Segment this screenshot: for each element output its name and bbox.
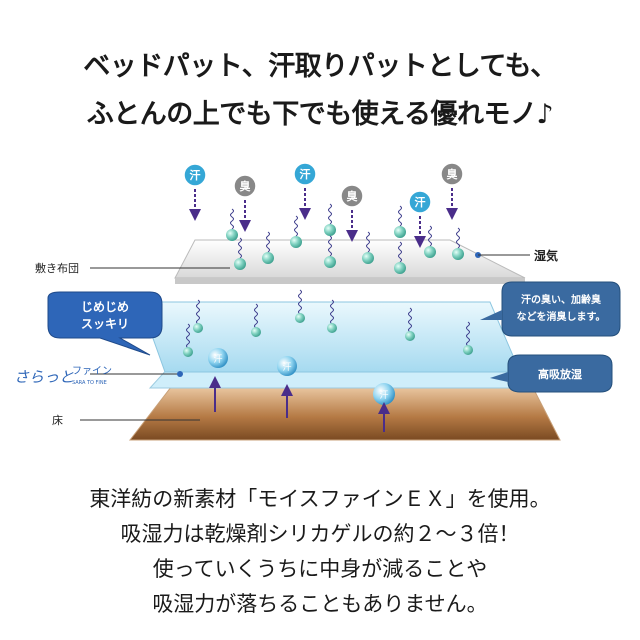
moisture-ball xyxy=(394,241,406,274)
moisture-ball xyxy=(295,289,305,323)
moisture-ball xyxy=(324,235,336,268)
moisture-ball xyxy=(362,231,374,264)
absorb-text: 高吸放湿 xyxy=(538,367,582,381)
futon-label: 敷き布団 xyxy=(35,261,79,275)
headline-line-2: ふとんの上でも下でも使える優れモノ♪ xyxy=(86,99,554,130)
jimejime-text-2: スッキリ xyxy=(81,317,129,331)
svg-text:汗: 汗 xyxy=(213,353,222,365)
headline-line-1: ベッドパット、汗取りパットとしても、 xyxy=(83,51,557,82)
moisture-ball xyxy=(394,205,406,238)
logo-sub-text: ファイン xyxy=(72,366,112,377)
moisture-ball xyxy=(193,299,203,333)
body-line-1: 東洋紡の新素材「モイスファインＥＸ」を使用。 xyxy=(89,487,551,511)
absorb-ball-3: 汗 xyxy=(373,383,395,405)
moisture-ball xyxy=(452,227,464,260)
moisture-ball xyxy=(424,225,436,258)
odor-icon: 臭 xyxy=(440,162,464,220)
svg-text:臭: 臭 xyxy=(447,167,458,181)
jimejime-text-1: じめじめ xyxy=(81,300,129,314)
svg-text:汗: 汗 xyxy=(379,389,388,401)
svg-text:臭: 臭 xyxy=(347,189,358,203)
sweat-icon: 汗 xyxy=(408,190,432,248)
absorb-ball-1: 汗 xyxy=(208,348,228,368)
absorb-ball-2: 汗 xyxy=(277,356,297,376)
upward-arrows xyxy=(209,376,390,432)
moisture-ball xyxy=(324,203,336,236)
moisture-ball xyxy=(234,237,246,270)
moisture-ball xyxy=(327,299,337,333)
body-line-3: 使っていくうちに中身が減ることや xyxy=(152,557,488,581)
sara-to-fine-logo: さらっと ファイン SARA TO FINE xyxy=(14,366,112,386)
futon-moisture-balls xyxy=(226,203,464,274)
floor-label: 床 xyxy=(52,413,63,427)
svg-text:汗: 汗 xyxy=(190,169,201,182)
svg-text:汗: 汗 xyxy=(282,361,291,373)
floor-layer xyxy=(128,381,561,441)
svg-text:汗: 汗 xyxy=(415,196,426,209)
source-icons: 汗臭汗臭汗臭 xyxy=(183,162,464,248)
moisture-ball xyxy=(226,208,238,241)
layer-diagram: 汗臭汗臭汗臭 汗 汗 汗 敷き布団 湿気 床 じめじめ スッキリ 汗の臭い、加齢 xyxy=(14,162,621,441)
futon-layer xyxy=(174,239,526,279)
moisture-ball xyxy=(262,231,274,264)
sweat-icon: 汗 xyxy=(293,162,317,220)
logo-small-text: SARA TO FINE xyxy=(72,380,107,386)
moisture-ball xyxy=(183,323,193,357)
body-line-4: 吸湿力が落ちることもありません。 xyxy=(152,592,488,616)
svg-text:臭: 臭 xyxy=(240,179,251,193)
absorb-bubble: 高吸放湿 xyxy=(490,354,613,393)
pad-moisture-balls xyxy=(183,289,473,357)
deodorize-bubble: 汗の臭い、加齢臭 などを消臭します。 xyxy=(480,281,621,337)
moisture-label: 湿気 xyxy=(534,248,558,263)
odor-icon: 臭 xyxy=(233,174,257,232)
deodorize-text-1: 汗の臭い、加齢臭 xyxy=(521,293,601,306)
logo-main-text: さらっと xyxy=(14,368,74,386)
moisture-ball xyxy=(251,303,261,337)
moisture-ball xyxy=(290,215,302,248)
moisture-ball xyxy=(405,307,415,341)
odor-icon: 臭 xyxy=(340,184,364,242)
jimejime-bubble: じめじめ スッキリ xyxy=(47,291,163,356)
moisture-ball xyxy=(463,321,473,355)
svg-text:汗: 汗 xyxy=(300,168,311,181)
body-line-2: 吸湿力は乾燥剤シリカゲルの約２～３倍！ xyxy=(120,522,520,546)
deodorize-text-2: などを消臭します。 xyxy=(517,310,606,323)
sweat-icon: 汗 xyxy=(183,163,207,221)
